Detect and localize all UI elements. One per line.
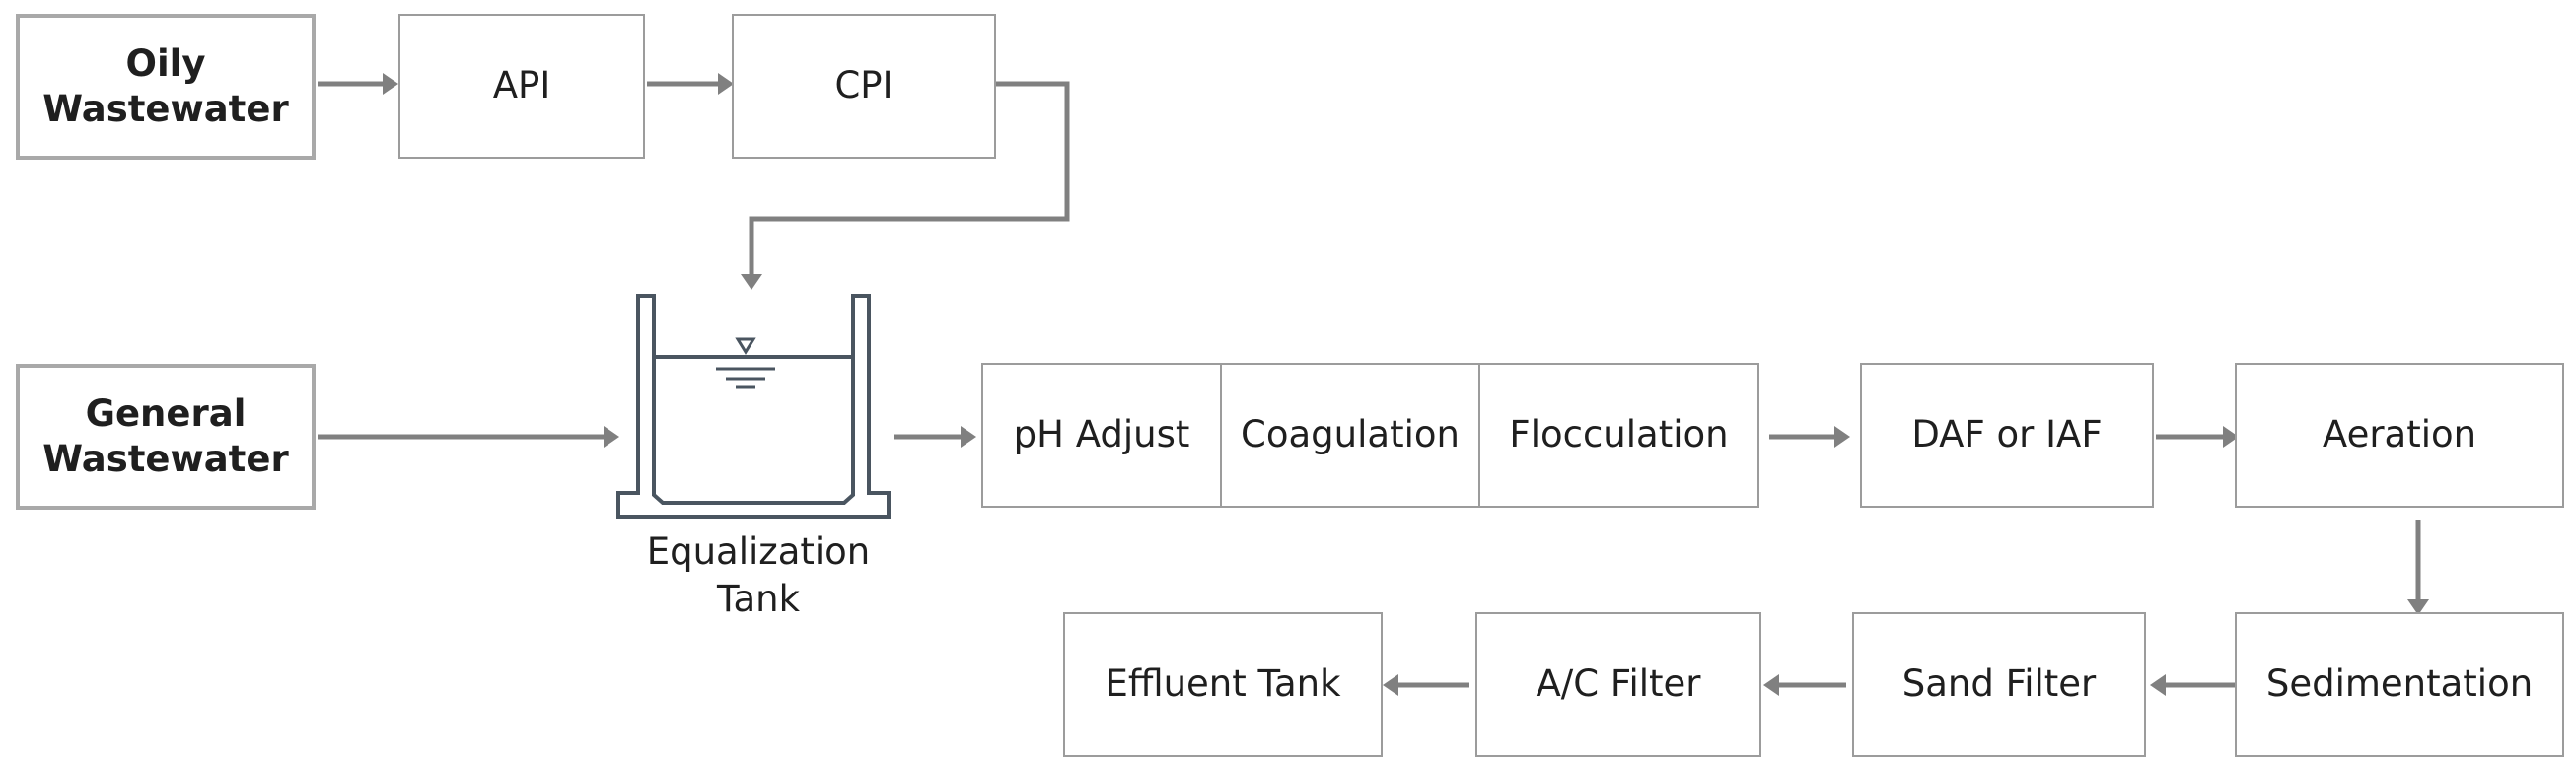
divider-coagulation-flocculation	[1478, 365, 1480, 506]
arrowhead-equalization-top	[741, 274, 762, 290]
arrowhead-equalization-left	[604, 426, 619, 448]
node-daf-or-iaf: DAF or IAF	[1860, 363, 2154, 508]
node-coagulation: Coagulation	[1241, 413, 1460, 456]
divider-ph-coagulation	[1220, 365, 1222, 506]
node-effluent-tank: Effluent Tank	[1063, 612, 1383, 757]
arrowhead-ac-filter	[1763, 674, 1779, 696]
arrowhead-cpi	[718, 73, 734, 95]
node-api: API	[398, 14, 645, 159]
node-sedimentation: Sedimentation	[2235, 612, 2564, 757]
arrowhead-api	[383, 73, 398, 95]
node-flocculation: Flocculation	[1509, 413, 1729, 456]
node-oily-wastewater: Oily Wastewater	[16, 14, 316, 160]
arrowhead-ph-adjust	[961, 426, 976, 448]
node-general-wastewater: General Wastewater	[16, 364, 316, 510]
node-aeration: Aeration	[2235, 363, 2564, 508]
arrowhead-sand-filter	[2150, 674, 2166, 696]
node-sand-filter: Sand Filter	[1852, 612, 2146, 757]
arrowhead-effluent	[1383, 674, 1398, 696]
equalization-tank-icon	[616, 294, 891, 519]
equalization-tank-label: Equalization Tank	[646, 530, 871, 621]
node-ph-adjust: pH Adjust	[1013, 413, 1190, 456]
arrowhead-daf	[1834, 426, 1850, 448]
arrow-cpi-to-equalization	[749, 81, 1070, 274]
node-chemical-treatment-group: pH Adjust Coagulation Flocculation	[981, 363, 1759, 508]
arrowhead-sedimentation	[2407, 599, 2429, 615]
node-ac-filter: A/C Filter	[1475, 612, 1761, 757]
node-cpi: CPI	[732, 14, 996, 159]
arrowhead-aeration	[2223, 426, 2239, 448]
